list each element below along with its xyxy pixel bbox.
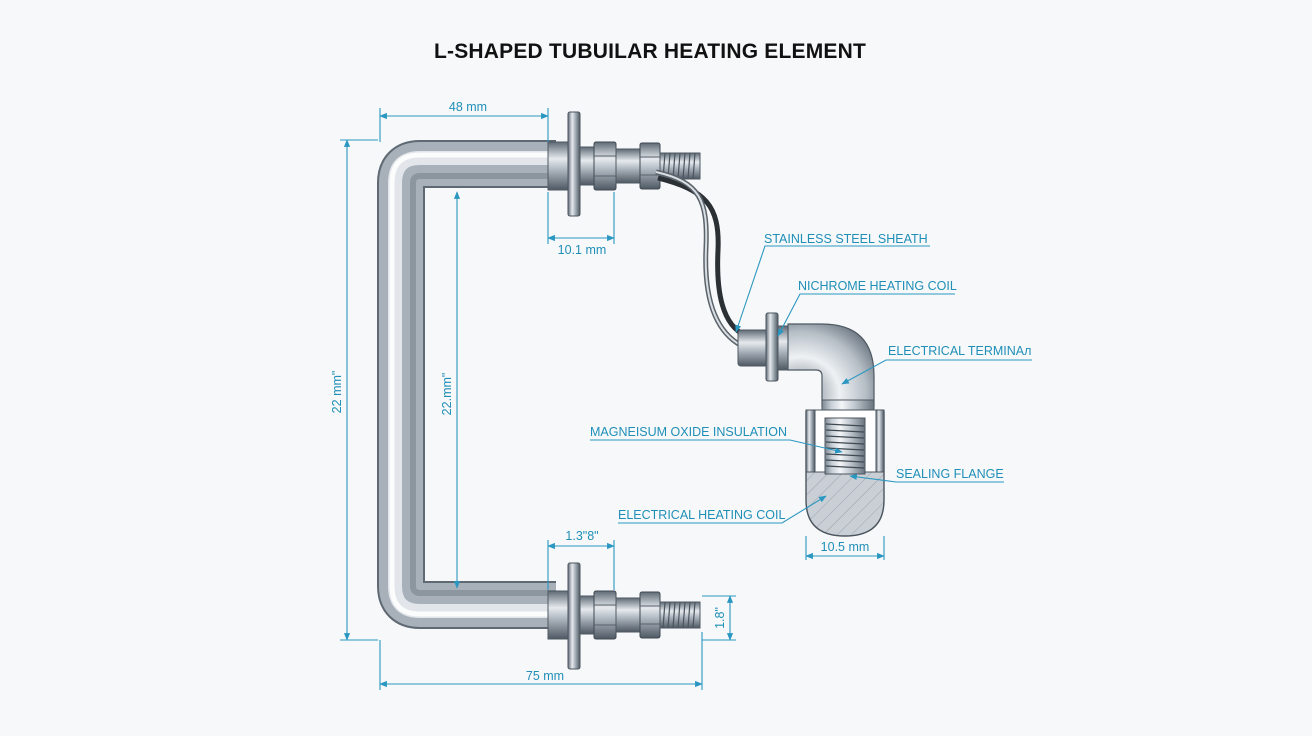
diagram-title: L-SHAPED TUBUILAR HEATING ELEMENT [433,40,867,63]
callout-nichrome-coil: NICHROME HEATING COIL [798,279,957,293]
lower-fitting [547,562,701,670]
callout-heating-coil: ELECTRICAL HEATING COIL [618,508,785,522]
dim-upper-fitting: 10.1 mm [558,243,607,257]
dim-terminal-height: 1.8" [713,607,727,629]
main-tube [377,140,556,629]
dim-overall-width: 75 mm [526,669,564,683]
callout-magnesium-oxide: MAGNEISUM OXIDE INSULATION [590,425,787,439]
elbow-assembly [737,312,885,537]
callout-sealing-flange: SEALING FLANGE [896,467,1004,481]
dim-overall-height: 22 mm" [330,371,344,414]
lead-wires [655,169,748,349]
callout-electrical-terminal: ELECTRICAL TERMINAл [888,344,1031,358]
dim-flange-width: 10.5 mm [821,540,870,554]
upper-fitting [547,111,701,217]
callout-stainless-sheath: STAINLESS STEEL SHEATH [764,232,928,246]
dim-inner-height: 22.mm" [440,373,454,416]
callouts: STAINLESS STEEL SHEATH NICHROME HEATING … [590,232,1032,524]
dim-lower-fitting: 1.3"8" [565,529,598,543]
dimensions: 48 mm 22 mm" 22.mm" 10.1 mm 1.3"8" 75 m [330,100,885,690]
dim-top-width: 48 mm [449,100,487,114]
